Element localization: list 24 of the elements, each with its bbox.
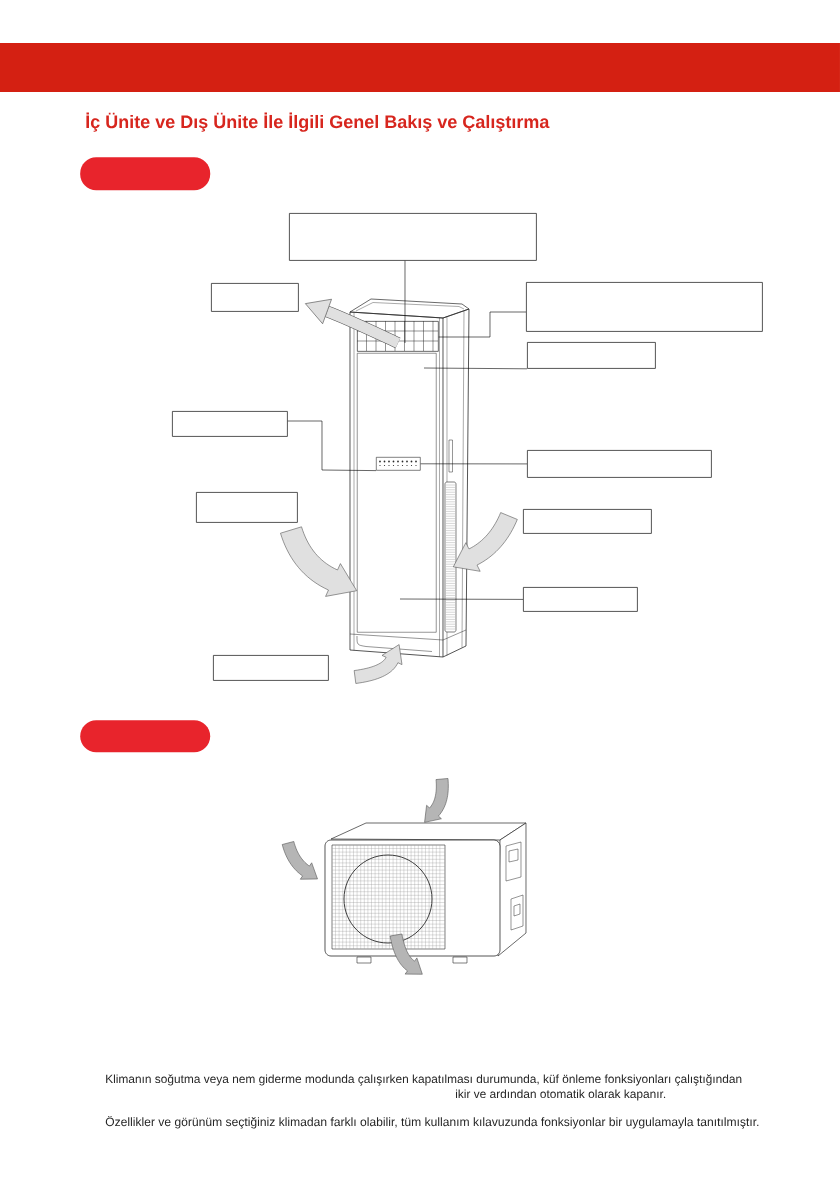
leader-line — [399, 598, 524, 600]
leader-line — [423, 367, 528, 370]
label-box — [523, 509, 652, 534]
section-badge — [80, 720, 211, 753]
leader-line — [438, 311, 527, 338]
section-badge — [80, 157, 211, 191]
label-box — [211, 283, 299, 312]
airflow-arrow — [305, 298, 401, 349]
leader-line — [420, 463, 528, 465]
label-box — [527, 450, 712, 478]
leader-line — [287, 420, 377, 471]
label-box — [213, 655, 329, 681]
label-box — [526, 282, 763, 332]
label-box — [289, 213, 537, 261]
control-panel — [376, 457, 421, 471]
label-box — [196, 492, 298, 523]
leader-line — [404, 260, 406, 344]
title: İç Ünite ve Dış Ünite İle İlgili Genel Bakış ve Çalıştırma — [86, 112, 550, 132]
label-box — [527, 342, 656, 369]
note-text: ikir ve ardından otomatik olarak kapanır. — [456, 1089, 666, 1101]
note-text: Özellikler ve görünüm seçtiğiniz klimadan farklı olabilir, tüm kullanım kılavuzunda fonksiyonlar bir uygulamayla tanıtılmıştır. — [105, 1115, 759, 1129]
label-box — [172, 411, 288, 437]
label-box — [523, 587, 638, 612]
note-text: Klimanın soğutma veya nem giderme modunda çalışırken kapatılması durumunda, küf önleme fonksiyonları çalıştığından — [106, 1074, 742, 1086]
